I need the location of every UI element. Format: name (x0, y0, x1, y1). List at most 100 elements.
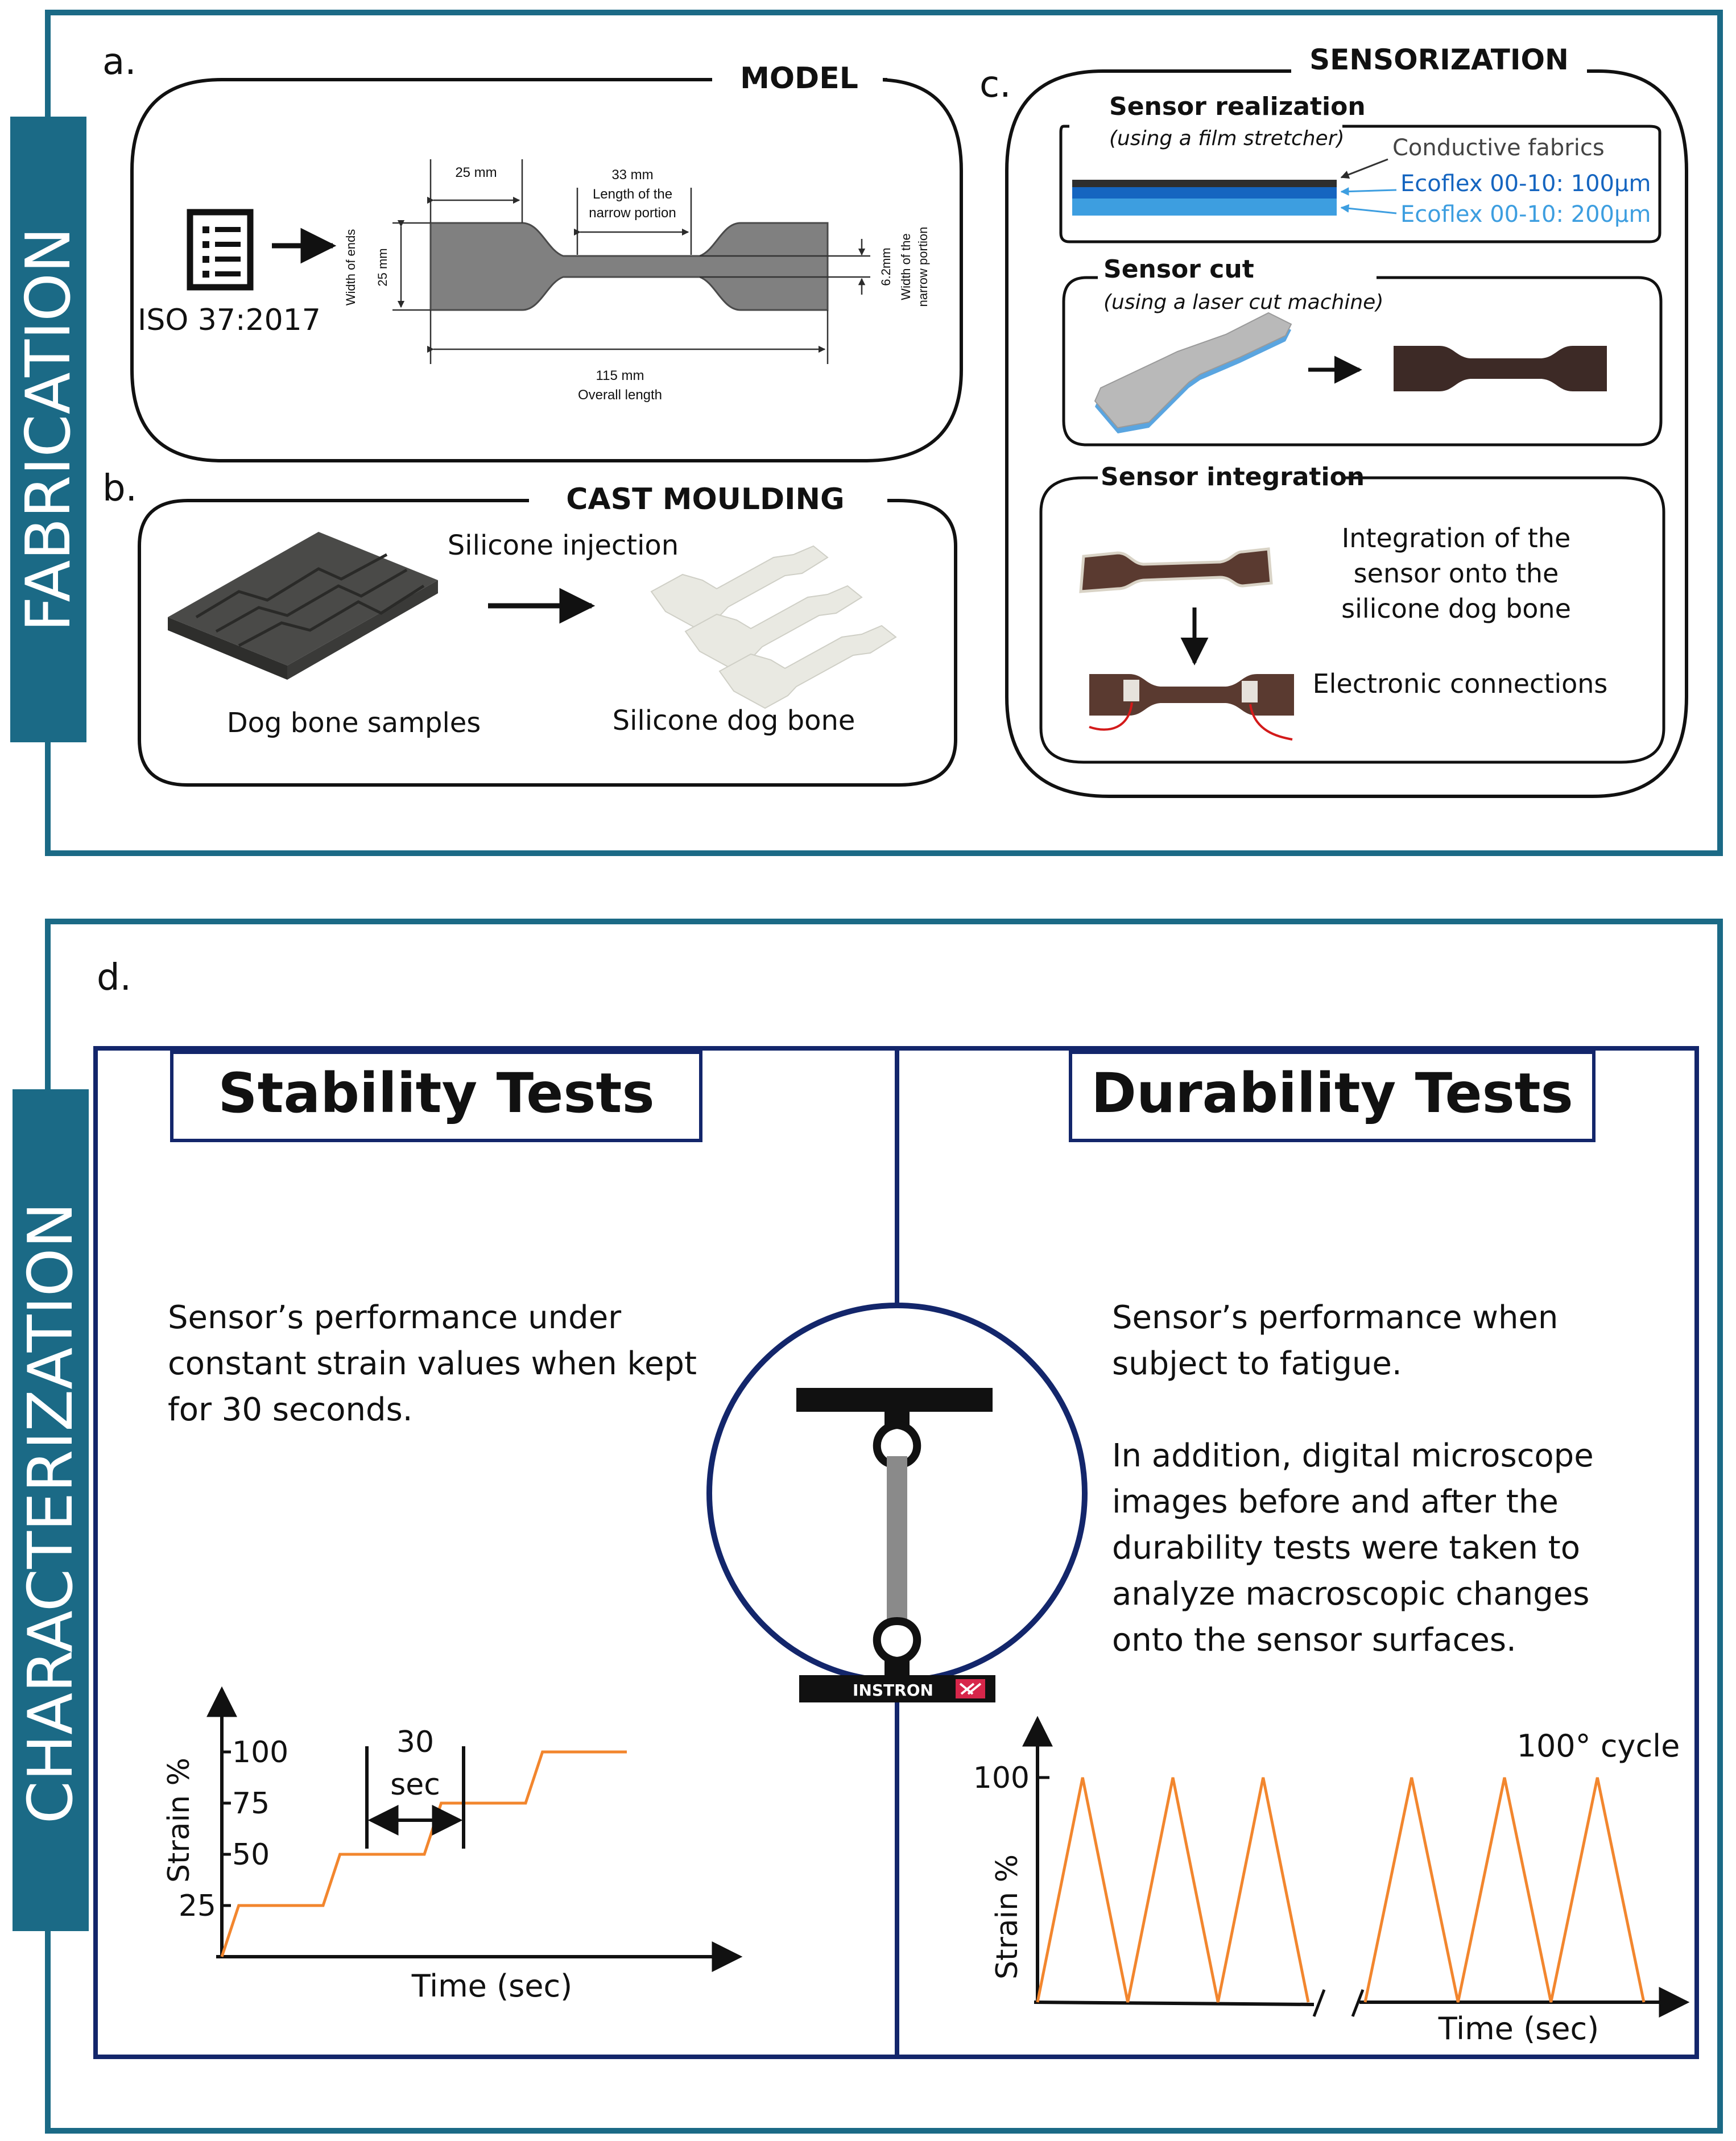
iso-standard-label: ISO 37:2017 (138, 303, 321, 337)
stability-desc-line1: Sensor’s performance under (168, 1299, 622, 1336)
durability-series-line (1036, 1777, 1310, 2003)
durability-chart: Strain % Time (sec) 100° cycle 100 (973, 1716, 1690, 2047)
durability-y-label: Strain % (990, 1854, 1024, 1979)
axis-break-mark-1 (1312, 1989, 1326, 2017)
fabrication-side-tab (10, 117, 86, 742)
integrated-sensor-image (1079, 547, 1273, 593)
durability-cycle-label: 100° cycle (1517, 1728, 1680, 1764)
fabrication-side-label: FABRICATION (13, 227, 84, 632)
instron-tensile-machine: INSTRON (706, 1303, 1088, 1702)
sensor-integration-title: Sensor integration (1101, 462, 1365, 491)
integration-desc-line2: sensor onto the (1354, 558, 1559, 589)
durability-desc-line1: Sensor’s performance when (1112, 1299, 1558, 1336)
stability-y-tick-label: 75 (232, 1787, 270, 1821)
stability-x-label: Time (sec) (411, 1968, 573, 2004)
fabrication-section: FABRICATION a. MODEL ISO 37:2017 (10, 10, 1723, 856)
stability-desc-line2: constant strain values when kept (168, 1345, 697, 1382)
dim-narrow-length-line2: narrow portion (589, 205, 676, 221)
integration-desc-line3: silicone dog bone (1341, 593, 1571, 624)
stability-series-line (220, 1750, 627, 1957)
sensor-realization-title: Sensor realization (1109, 92, 1366, 121)
integration-desc-line1: Integration of the (1342, 523, 1571, 553)
stability-y-tick-label: 100 (232, 1735, 288, 1770)
axis-break-mark-2 (1351, 1989, 1365, 2017)
panel-a-letter: a. (102, 41, 137, 83)
stability-y-tick-label: 50 (232, 1838, 270, 1872)
panel-b-cast-moulding: b. CAST MOULDING Silicone injection (102, 468, 957, 787)
durability-x-label: Time (sec) (1438, 2011, 1599, 2047)
characterization-side-tab (13, 1089, 89, 1931)
instron-logo-icon (956, 1679, 985, 1698)
durability-desc-line3: In addition, digital microscope (1112, 1437, 1594, 1474)
panel-b-border (138, 499, 957, 787)
instron-specimen (887, 1456, 907, 1621)
sensor-cut-title: Sensor cut (1103, 255, 1254, 284)
dim-overall-desc: Overall length (578, 387, 662, 403)
durability-x-axis-1 (1034, 2001, 1315, 2006)
bracket-value: 30 (396, 1725, 434, 1759)
dogbone-model-shape (429, 222, 829, 311)
dog-bone-samples-caption: Dog bone samples (227, 707, 481, 739)
instron-top-crosshead (796, 1388, 993, 1412)
panel-b-title: CAST MOULDING (566, 482, 844, 516)
cut-sensor-image (1394, 346, 1607, 391)
silicone-dog-bone-caption: Silicone dog bone (613, 705, 855, 737)
layer-conductive-fabric (1072, 180, 1337, 187)
document-list-icon (187, 209, 254, 291)
panel-c-title: SENSORIZATION (1309, 43, 1569, 76)
panel-d-letter: d. (97, 957, 131, 999)
silicone-injection-label: Silicone injection (448, 530, 679, 561)
label-ecoflex-100: Ecoflex 00-10: 100µm (1400, 171, 1651, 197)
label-ecoflex-200: Ecoflex 00-10: 200µm (1400, 201, 1651, 228)
stability-tests-panel: Stability Tests Sensor’s performance und… (162, 1051, 743, 2004)
stability-title-box (170, 1051, 702, 1142)
durability-tests-panel: Durability Tests Sensor’s performance wh… (973, 1051, 1690, 2047)
dim-narrow-width-desc1: Width of the (899, 233, 913, 300)
sensor-cut-box: Sensor cut (using a laser cut machine) (1062, 255, 1663, 447)
sensor-realization-subtitle: (using a film stretcher) (1109, 127, 1345, 150)
dim-narrow-width-desc2: narrow portion (916, 227, 930, 307)
dim-left-width-value: 25 mm (375, 248, 390, 286)
panel-c-letter: c. (979, 64, 1011, 106)
panel-c-sensorization: c. SENSORIZATION Sensor realization (usi… (979, 43, 1688, 798)
dim-narrow-length-value: 33 mm (611, 167, 653, 183)
dim-end-width: 25 mm (455, 165, 497, 180)
durability-title-box (1069, 1051, 1596, 1142)
mould-tray-image (168, 532, 438, 680)
characterization-side-label: CHARACTERIZATION (15, 1202, 86, 1824)
electronic-connections-label: Electronic connections (1313, 668, 1608, 699)
durability-desc-line7: onto the sensor surfaces. (1112, 1622, 1516, 1659)
connected-sensor-image (1089, 674, 1294, 741)
dim-overall-value: 115 mm (596, 368, 644, 383)
durability-desc-line5: durability tests were taken to (1112, 1530, 1580, 1567)
sensor-cut-subtitle: (using a laser cut machine) (1103, 291, 1383, 314)
durability-desc-line6: analyze macroscopic changes (1112, 1576, 1589, 1613)
panel-b-letter: b. (102, 468, 137, 510)
panel-a-border (130, 78, 963, 462)
model-dimensions (392, 159, 870, 364)
durability-series-line (1363, 1777, 1646, 2003)
layer-ecoflex-100 (1072, 187, 1337, 199)
characterization-section: CHARACTERIZATION d. Stability Tests Sens… (13, 919, 1723, 2134)
durability-y-tick-label: 100 (973, 1761, 1030, 1795)
instron-label: INSTRON (853, 1681, 933, 1700)
stability-y-tick-label: 25 (179, 1889, 216, 1923)
panel-a-title: MODEL (740, 61, 858, 96)
stability-title: Stability Tests (218, 1061, 654, 1125)
bracket-unit: sec (390, 1768, 440, 1802)
label-conductive-fabrics: Conductive fabrics (1392, 135, 1605, 161)
sensor-integration-box: Sensor integration Integration of the se… (1039, 462, 1665, 764)
dim-narrow-width-value: 6.2mm (879, 247, 893, 286)
durability-desc-line2: subject to fatigue. (1112, 1345, 1402, 1382)
stability-y-label: Strain % (162, 1758, 196, 1883)
durability-desc-line4: images before and after the (1112, 1483, 1559, 1520)
durability-title: Durability Tests (1091, 1061, 1573, 1125)
stability-chart: Strain % Time (sec) 25 50 75 100 30 sec (162, 1686, 743, 2004)
stretched-film-image (1094, 312, 1292, 433)
stability-desc-line3: for 30 seconds. (168, 1391, 413, 1428)
dim-left-width-desc: Width of ends (344, 229, 358, 306)
silicone-dogbones-image (650, 545, 897, 709)
dim-narrow-length-line1: Length of the (593, 187, 672, 202)
layer-ecoflex-200 (1072, 199, 1337, 216)
